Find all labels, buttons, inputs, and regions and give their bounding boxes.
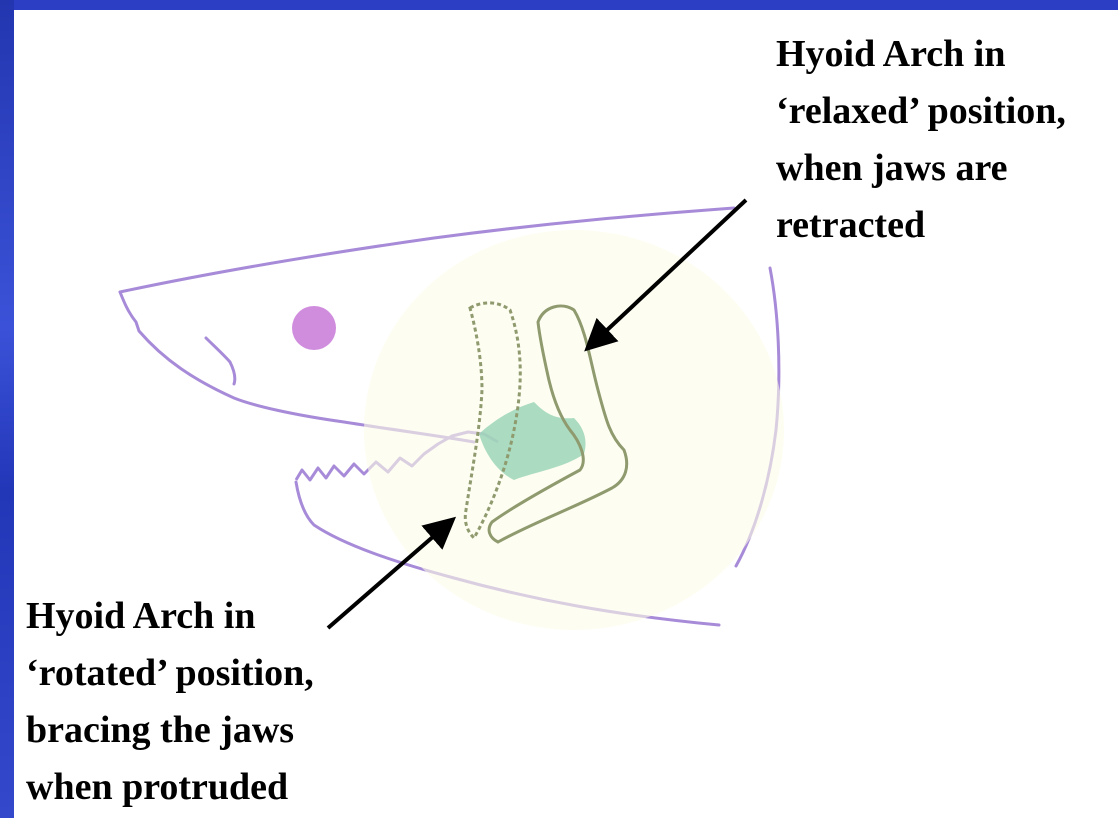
- label-relaxed-line-4: retracted: [776, 197, 1066, 254]
- label-relaxed-line-1: Hyoid Arch in: [776, 26, 1066, 83]
- label-hyoid-relaxed: Hyoid Arch in ‘relaxed’ position, when j…: [776, 26, 1066, 254]
- slide-left-band: [0, 0, 14, 818]
- label-relaxed-line-3: when jaws are: [776, 140, 1066, 197]
- slide-top-band: [0, 0, 1118, 10]
- label-relaxed-line-2: ‘relaxed’ position,: [776, 83, 1066, 140]
- label-rotated-line-2: ‘rotated’ position,: [26, 645, 314, 702]
- label-hyoid-rotated: Hyoid Arch in ‘rotated’ position, bracin…: [26, 588, 314, 816]
- eye-icon: [292, 306, 336, 350]
- label-rotated-line-3: bracing the jaws: [26, 702, 314, 759]
- diagram-canvas: Hyoid Arch in ‘relaxed’ position, when j…: [14, 10, 1118, 818]
- label-rotated-line-1: Hyoid Arch in: [26, 588, 314, 645]
- label-rotated-line-4: when protruded: [26, 759, 314, 816]
- nostril-mark: [206, 338, 235, 384]
